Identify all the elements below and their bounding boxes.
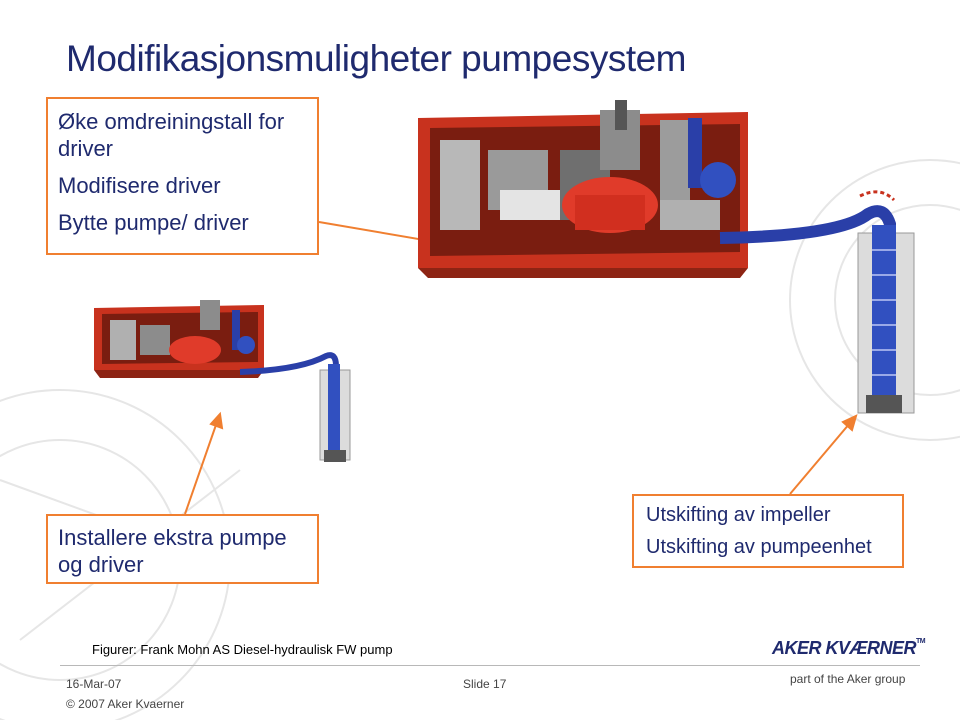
option-increase-rpm: Øke omdreiningstall for driver (58, 109, 285, 161)
option-replace-pump-driver: Bytte pumpe/ driver (58, 210, 249, 235)
large-discharge-pipe (719, 190, 915, 414)
install-text: Installere ekstra pumpe og driver (58, 525, 287, 577)
footer-date: 16-Mar-07 (66, 677, 122, 691)
small-discharge-pipe (239, 352, 351, 462)
callout-install-extra-pump: Installere ekstra pumpe og driver (46, 514, 319, 584)
figure-caption: Figurer: Frank Mohn AS Diesel-hydraulisk… (92, 642, 393, 657)
aker-kvaerner-logo: AKER KVÆRNERTM (772, 638, 926, 658)
footer-group-tagline: part of the Aker group (790, 672, 906, 686)
option-modify-driver: Modifisere driver (58, 173, 221, 198)
footer-divider (60, 665, 920, 666)
page-title: Modifikasjonsmuligheter pumpesystem (66, 38, 687, 79)
footer-copyright: © 2007 Aker Kvaerner (66, 697, 185, 711)
callout-driver-options: Øke omdreiningstall for driver Modifiser… (46, 97, 319, 255)
slide-number: Slide 17 (463, 677, 507, 691)
small-container-module (94, 300, 264, 378)
callout-replace-parts: Utskifting av impeller Utskifting av pum… (632, 494, 904, 568)
large-container-module (418, 100, 748, 278)
replace-impeller-text: Utskifting av impeller (646, 504, 831, 526)
replace-pump-unit-text: Utskifting av pumpeenhet (646, 536, 872, 558)
